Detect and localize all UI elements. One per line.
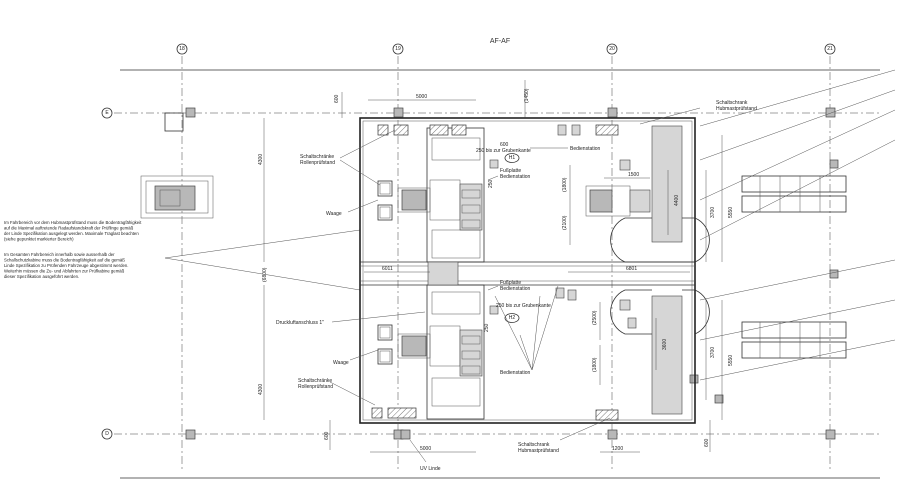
svg-text:Schallschutzkabine muss die Bo: Schallschutzkabine muss die Bodentragfäh… — [4, 258, 125, 263]
dim-250-bottom: 250 — [484, 323, 490, 332]
note-block-1: Im Fahrbereich vor dem Hubmastprüfstand … — [4, 220, 142, 242]
svg-text:Schaltschrank: Schaltschrank — [518, 442, 550, 448]
dim-5550-bottom: 5550 — [728, 355, 734, 366]
leader-lines — [329, 107, 701, 463]
dim-600: 600 — [334, 94, 340, 103]
axis-label-19: 19 — [395, 46, 401, 52]
axis-label-18: 18 — [179, 46, 185, 52]
svg-text:der Linde Spezifikation ausgel: der Linde Spezifikation ausgelegt werden… — [4, 231, 139, 236]
dim-1450: (1450) — [524, 88, 530, 103]
axis-label-21: 21 — [827, 46, 833, 52]
dim-4400: 4400 — [674, 195, 680, 206]
svg-text:Rollenprüfstand: Rollenprüfstand — [298, 384, 333, 390]
label-uv-linde: UV Linde — [420, 466, 441, 472]
dim-250-top: 250 — [488, 179, 494, 188]
svg-text:H2: H2 — [509, 315, 516, 321]
label-waage-top: Waage — [326, 211, 342, 217]
axis-label-e: E — [105, 110, 109, 116]
svg-text:Schaltschränke: Schaltschränke — [300, 154, 334, 160]
note-block-2: Im Gesamten Fahrbereich innerhalb sowie … — [4, 252, 128, 279]
svg-text:Hubmastprüfstand: Hubmastprüfstand — [518, 448, 559, 454]
dim-6011: 6011 — [382, 266, 393, 272]
label-fussplatte-mid: Fußplatte Bedienstation — [500, 280, 531, 292]
label-schaltschrank-bottom: Schaltschrank Hubmastprüfstand — [518, 442, 559, 454]
parking-bays-right — [699, 69, 896, 381]
dim-5000-bottom: 5000 — [420, 446, 431, 452]
label-schaltschrank-top: Schaltschrank Hubmastprüfstand — [716, 100, 757, 112]
svg-text:Schaltschränke: Schaltschränke — [298, 378, 332, 384]
dim-1800b: (1800) — [592, 357, 598, 372]
dim-600-right: 600 — [704, 438, 710, 447]
label-schaltschraenke-top: Schaltschränke Rollenprüfstand — [300, 154, 335, 166]
label-bedienstation-top: Bedienstation — [570, 146, 601, 152]
label-druckluft: Druckluftanschluss 1" — [276, 320, 324, 326]
vehicle-bottom — [397, 325, 483, 377]
dim-4300-bottom: 4300 — [258, 384, 264, 395]
lift-mast-test-stand-bottom — [610, 289, 710, 415]
svg-text:dieser Spezifikation ausgeführ: dieser Spezifikation ausgeführt werden. — [4, 274, 79, 279]
dim-600-h1: 600 — [500, 142, 509, 148]
svg-text:(siehe gepunktet markierter Be: (siehe gepunktet markierter Bereich) — [4, 237, 74, 242]
svg-text:auf die Maximal auftretende Ra: auf die Maximal auftretende Radaufstands… — [4, 226, 134, 231]
label-waage-bottom: Waage — [333, 360, 349, 366]
parked-forklift-outside — [140, 175, 214, 219]
svg-text:Im Fahrbereich vor dem Hubmast: Im Fahrbereich vor dem Hubmastprüfstand … — [4, 220, 142, 225]
svg-text:Weiterhin müssen die Zu- und A: Weiterhin müssen die Zu- und Abfahrten z… — [4, 269, 125, 274]
svg-text:Bedienstation: Bedienstation — [500, 174, 531, 180]
dim-5000-top: 5000 — [416, 94, 427, 100]
svg-text:Fußplatte: Fußplatte — [500, 168, 521, 174]
axis-label-20: 20 — [609, 46, 615, 52]
control-cabinets — [371, 124, 637, 440]
building-columns — [185, 107, 839, 440]
svg-text:Fußplatte: Fußplatte — [500, 280, 521, 286]
dim-3600: 3600 — [662, 339, 668, 350]
label-schaltschraenke-bottom: Schaltschränke Rollenprüfstand — [298, 378, 333, 390]
dim-3700-bottom: 3700 — [710, 347, 716, 358]
dim-1800: (1800) — [562, 177, 568, 192]
svg-text:Bedienstation: Bedienstation — [500, 286, 531, 292]
label-bedienstation-bottom: Bedienstation — [500, 370, 531, 376]
lift-mast-test-stand-top — [585, 125, 710, 263]
label-grubenkante-mid: 250 bis zur Grubenkante — [496, 303, 551, 309]
svg-text:Linde Spezifikation zu Prüfend: Linde Spezifikation zu Prüfenden Fahrzeu… — [4, 263, 128, 268]
dim-2500: (2500) — [592, 310, 598, 325]
dim-4300-top: 4300 — [258, 154, 264, 165]
marker-h2: H2 — [504, 313, 520, 323]
exterior-box — [164, 112, 184, 132]
test-cabin — [359, 117, 696, 424]
axis-label-d: D — [105, 431, 109, 437]
svg-text:Hubmastprüfstand: Hubmastprüfstand — [716, 106, 757, 112]
dimension-lines — [263, 80, 723, 453]
dim-2100: (2100) — [562, 215, 568, 230]
drawing-title: AF-AF — [490, 38, 510, 45]
dim-6801: 6801 — [626, 266, 637, 272]
svg-text:H1: H1 — [509, 155, 516, 161]
marker-h1: H1 — [504, 153, 520, 163]
dim-3700-top: 3700 — [710, 207, 716, 218]
dim-6800: (6800) — [262, 267, 268, 282]
svg-text:Rollenprüfstand: Rollenprüfstand — [300, 160, 335, 166]
label-fussplatte-top: Fußplatte Bedienstation — [500, 168, 531, 180]
svg-text:Im Gesamten Fahrbereich innerh: Im Gesamten Fahrbereich innerhalb sowie … — [4, 252, 115, 257]
dim-600b: 600 — [324, 431, 330, 440]
scale-top — [377, 180, 393, 221]
label-grubenkante-top: 250 bis zur Grubenkante — [476, 148, 531, 154]
dim-1200: 1200 — [612, 446, 623, 452]
svg-text:Schaltschrank: Schaltschrank — [716, 100, 748, 106]
vehicle-top — [397, 179, 483, 231]
dim-1500: 1500 — [628, 172, 639, 178]
dim-5550-top: 5550 — [728, 207, 734, 218]
scale-bottom — [377, 324, 393, 365]
